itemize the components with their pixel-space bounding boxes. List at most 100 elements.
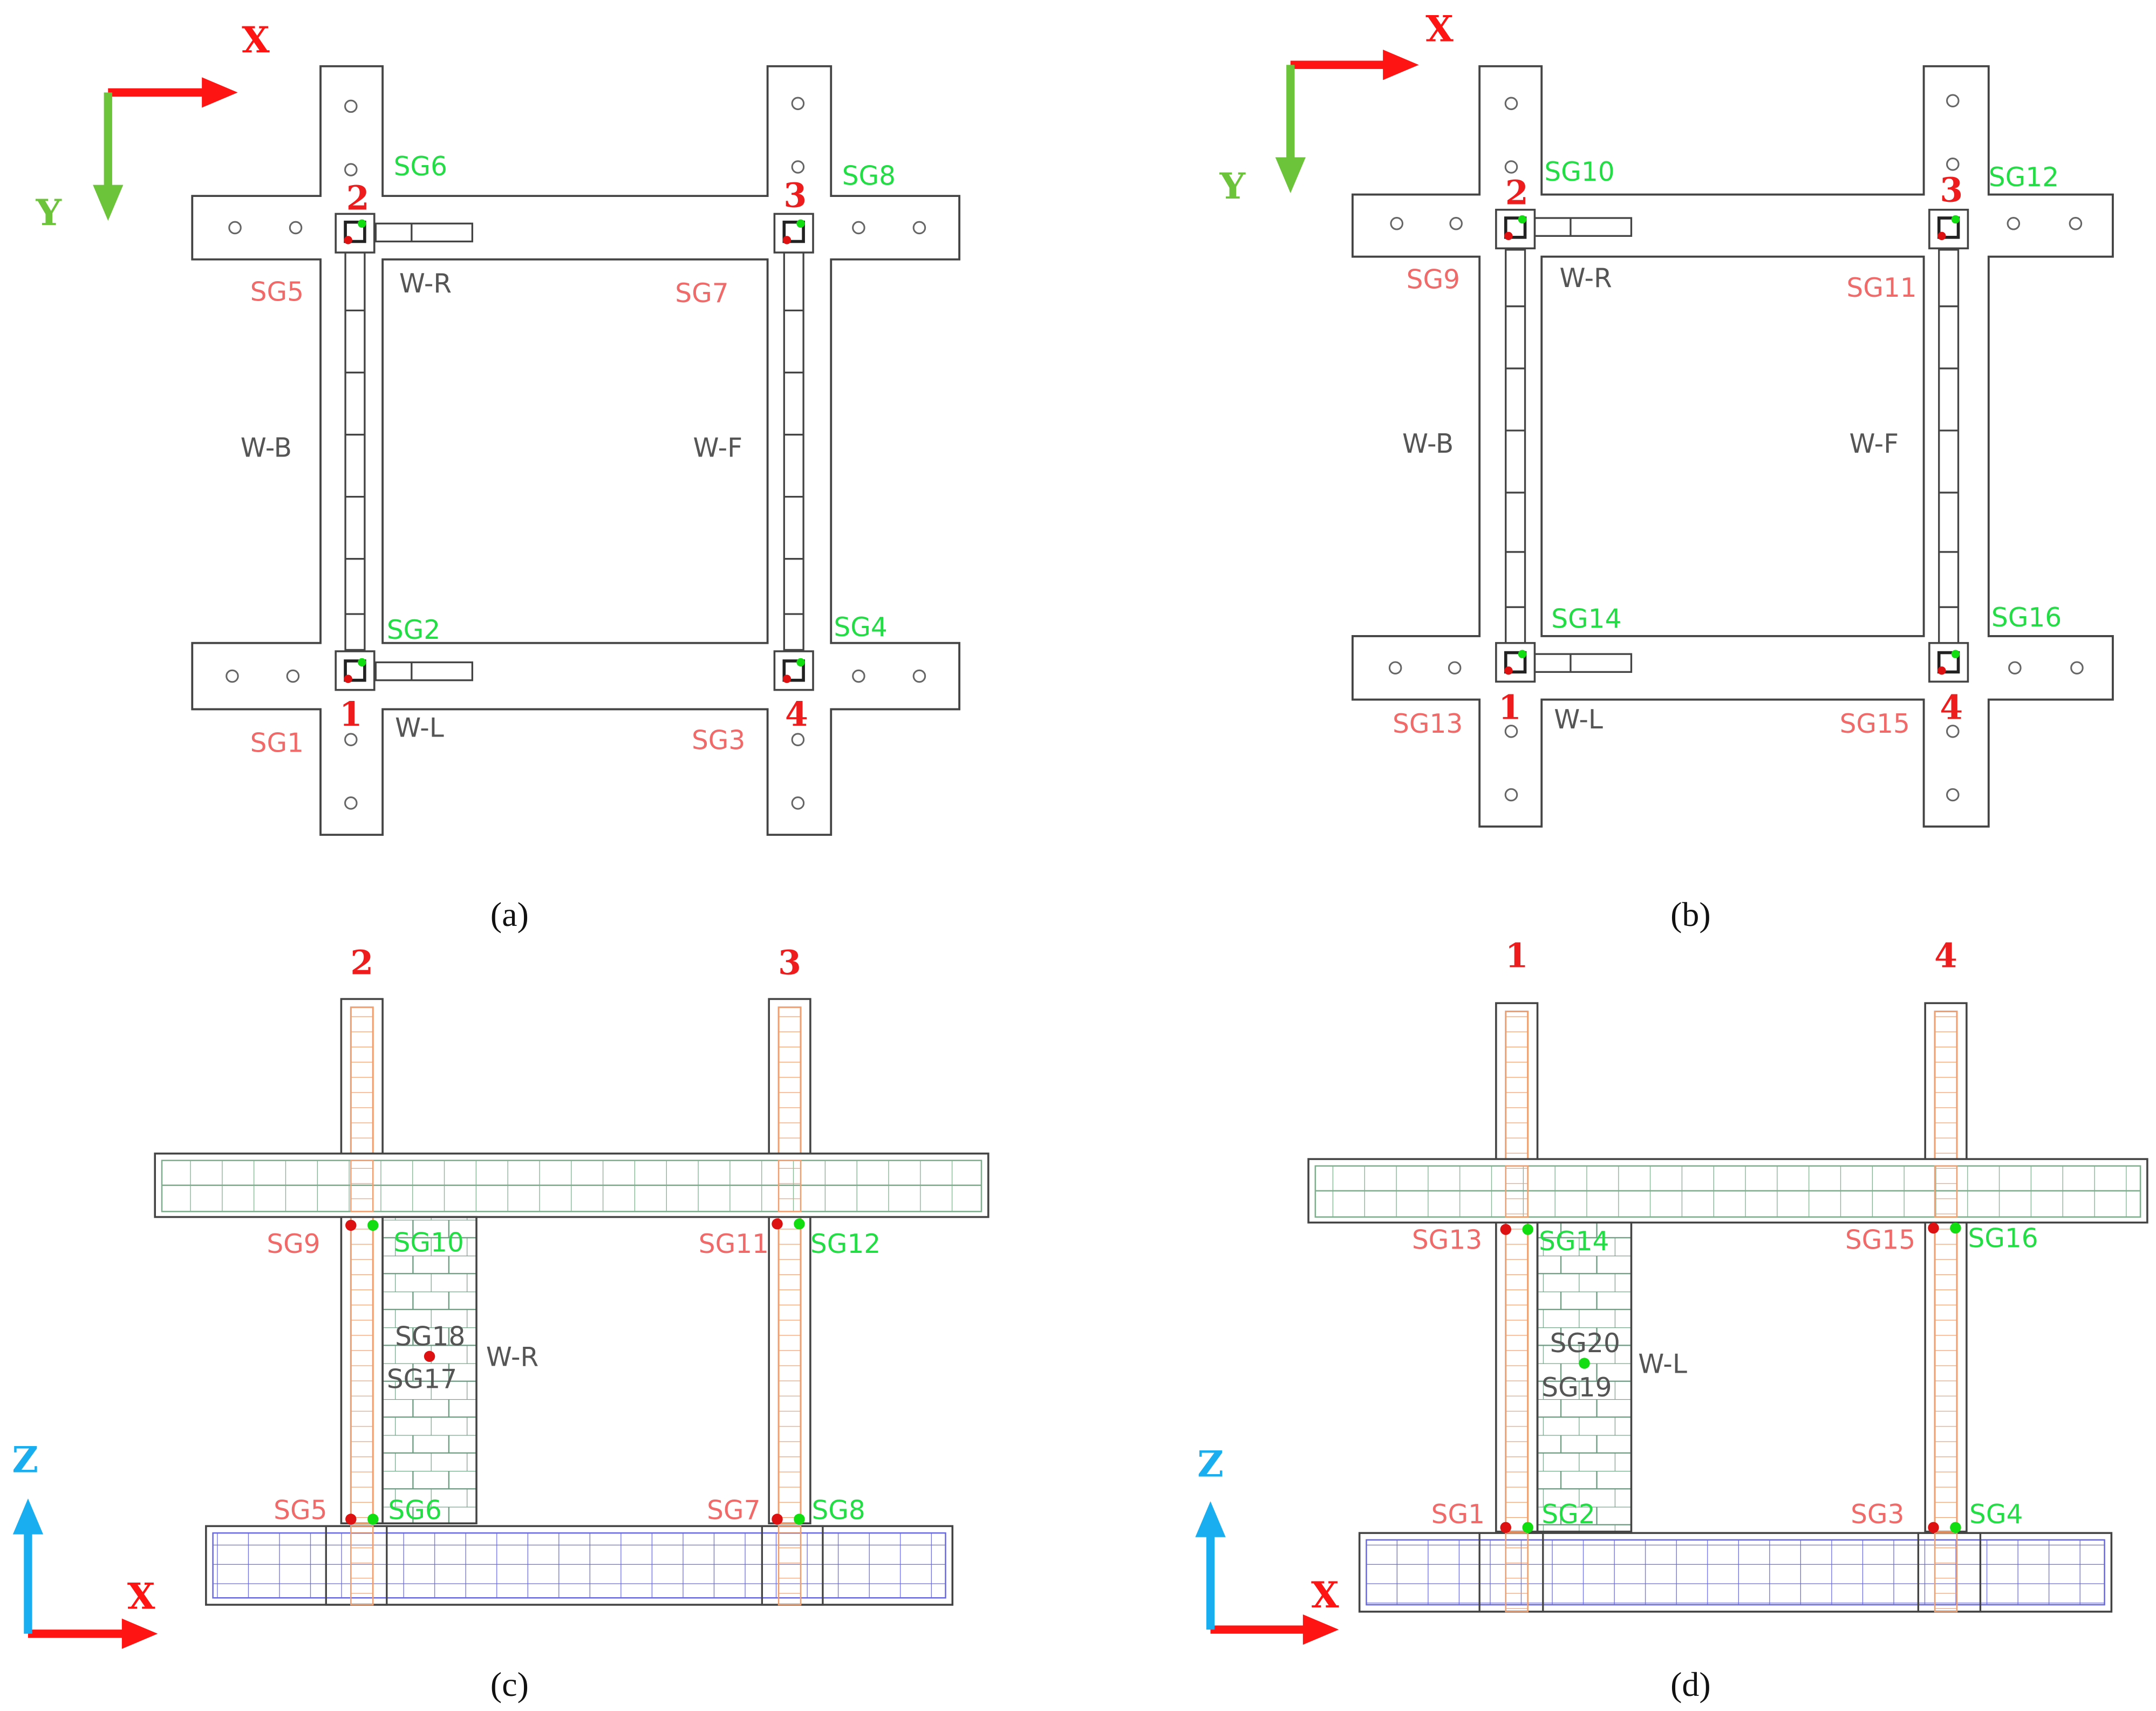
gauge-label: SG16	[1991, 603, 2062, 633]
axis-x-label: X	[1425, 8, 1454, 50]
gauge-label: SG20	[1550, 1328, 1620, 1359]
column-number: 2	[350, 943, 373, 982]
column-4	[773, 650, 814, 691]
gauge-label: SG13	[1393, 709, 1463, 739]
gauge-label: SG6	[394, 152, 447, 182]
wall-label: W-R	[399, 269, 452, 299]
column-2	[1495, 208, 1536, 250]
wall-label: W-R	[1559, 263, 1612, 294]
gauge-label: SG3	[692, 726, 745, 756]
panel-b: X Y 2 3 1 4 W-R W-B W-F W-L SG10 SG12 SG…	[1219, 8, 2114, 933]
axis-z-label: Z	[12, 1439, 39, 1481]
column-2	[340, 998, 384, 1525]
inner-opening	[1540, 255, 1925, 637]
wall-w-f	[783, 251, 804, 651]
wall-label: W-B	[241, 433, 292, 463]
gauge-label: SG12	[1989, 162, 2059, 193]
column-number: 1	[339, 695, 363, 734]
gauge-label: SG1	[250, 728, 304, 759]
gauge-label: SG15	[1845, 1225, 1915, 1255]
floor-slab	[1307, 1158, 2148, 1224]
axis-x-label: X	[1311, 1574, 1339, 1616]
gauge-dots	[345, 1218, 805, 1525]
axis-x-label: X	[242, 19, 270, 61]
column-4	[1928, 642, 1969, 683]
panel-caption: (b)	[1670, 895, 1711, 933]
column-3	[768, 998, 811, 1525]
gauge-label: SG14	[1539, 1226, 1609, 1257]
column-number: 2	[346, 179, 370, 218]
inner-opening	[381, 258, 769, 644]
panel-caption: (c)	[490, 1665, 529, 1703]
bolt-holes	[226, 97, 926, 810]
column-number: 4	[785, 695, 808, 734]
gauge-label: SG5	[274, 1496, 327, 1526]
wall-label: W-B	[1402, 429, 1454, 459]
column-1	[335, 650, 376, 691]
column-number: 4	[1940, 688, 1963, 727]
gauge-label: SG10	[394, 1228, 464, 1258]
gauge-label: SG14	[1551, 604, 1621, 635]
axis-y-label: Y	[1219, 165, 1246, 207]
wall-label: W-F	[1850, 429, 1899, 459]
gauge-label: SG18	[395, 1321, 465, 1352]
column-1	[1495, 642, 1536, 683]
gauge-label: SG13	[1412, 1225, 1482, 1255]
foundation-beam	[205, 1525, 954, 1606]
wall-label: W-F	[693, 433, 743, 463]
masonry-wall-w-l	[1536, 1221, 1633, 1533]
column-number: 2	[1505, 173, 1529, 212]
panel-d: Z X 1 4 W-L SG13 SG15 SG14 SG16 SG1 SG3 …	[1195, 937, 2148, 1703]
column-number: 3	[778, 943, 801, 982]
axis-arrows	[93, 77, 238, 221]
column-number: 4	[1934, 937, 1957, 976]
panel-caption: (d)	[1670, 1665, 1711, 1703]
wall-w-b	[344, 251, 366, 651]
slab-outline	[191, 65, 960, 836]
wall-w-f	[1938, 249, 1960, 644]
panel-caption: (a)	[490, 895, 529, 933]
axis-arrows	[12, 1498, 158, 1649]
gauge-label: SG11	[1846, 273, 1916, 303]
wall-w-b	[1505, 249, 1526, 644]
axis-z-label: Z	[1197, 1443, 1224, 1485]
foundation-beam	[1358, 1532, 2113, 1613]
panel-c: Z X 2 3 W-R SG9 SG11 SG10 SG12 SG5 SG7 S…	[12, 943, 990, 1703]
slab-outline	[1351, 65, 2114, 828]
gauge-label: SG8	[811, 1496, 865, 1526]
column-3	[773, 213, 814, 254]
axis-arrows	[1195, 1501, 1339, 1645]
column-3	[1928, 208, 1969, 250]
floor-slab	[154, 1153, 990, 1218]
gauge-label: SG8	[842, 161, 896, 192]
wall-w-r	[1533, 217, 1633, 237]
column-2	[335, 213, 376, 254]
bolt-holes	[1388, 94, 2084, 802]
gauge-label: SG10	[1544, 157, 1614, 187]
wall-label: W-L	[395, 713, 444, 744]
column-number: 1	[1505, 937, 1529, 976]
gauge-label: SG1	[1431, 1499, 1485, 1530]
axis-y-label: Y	[36, 192, 63, 234]
column-number: 1	[1498, 688, 1522, 727]
gauge-dots	[1500, 1222, 1961, 1533]
gauge-label: SG15	[1840, 709, 1910, 739]
gauge-label: SG4	[1969, 1499, 2023, 1530]
wall-label: W-R	[486, 1342, 538, 1373]
axis-x-label: X	[127, 1576, 155, 1618]
gauge-label: SG2	[387, 615, 440, 645]
wall-w-l	[1533, 653, 1633, 673]
column-number: 3	[783, 176, 807, 215]
column-1	[1495, 1002, 1539, 1533]
gauge-label: SG3	[1851, 1499, 1904, 1530]
gauge-label: SG16	[1968, 1224, 2038, 1254]
gauge-label: SG11	[699, 1229, 769, 1259]
gauge-label: SG2	[1541, 1499, 1595, 1530]
gauge-label: SG9	[1407, 264, 1460, 295]
wall-w-r	[374, 222, 474, 243]
axis-arrows	[1275, 50, 1419, 194]
gauge-label: SG6	[388, 1496, 441, 1526]
wall-w-l	[374, 661, 474, 681]
